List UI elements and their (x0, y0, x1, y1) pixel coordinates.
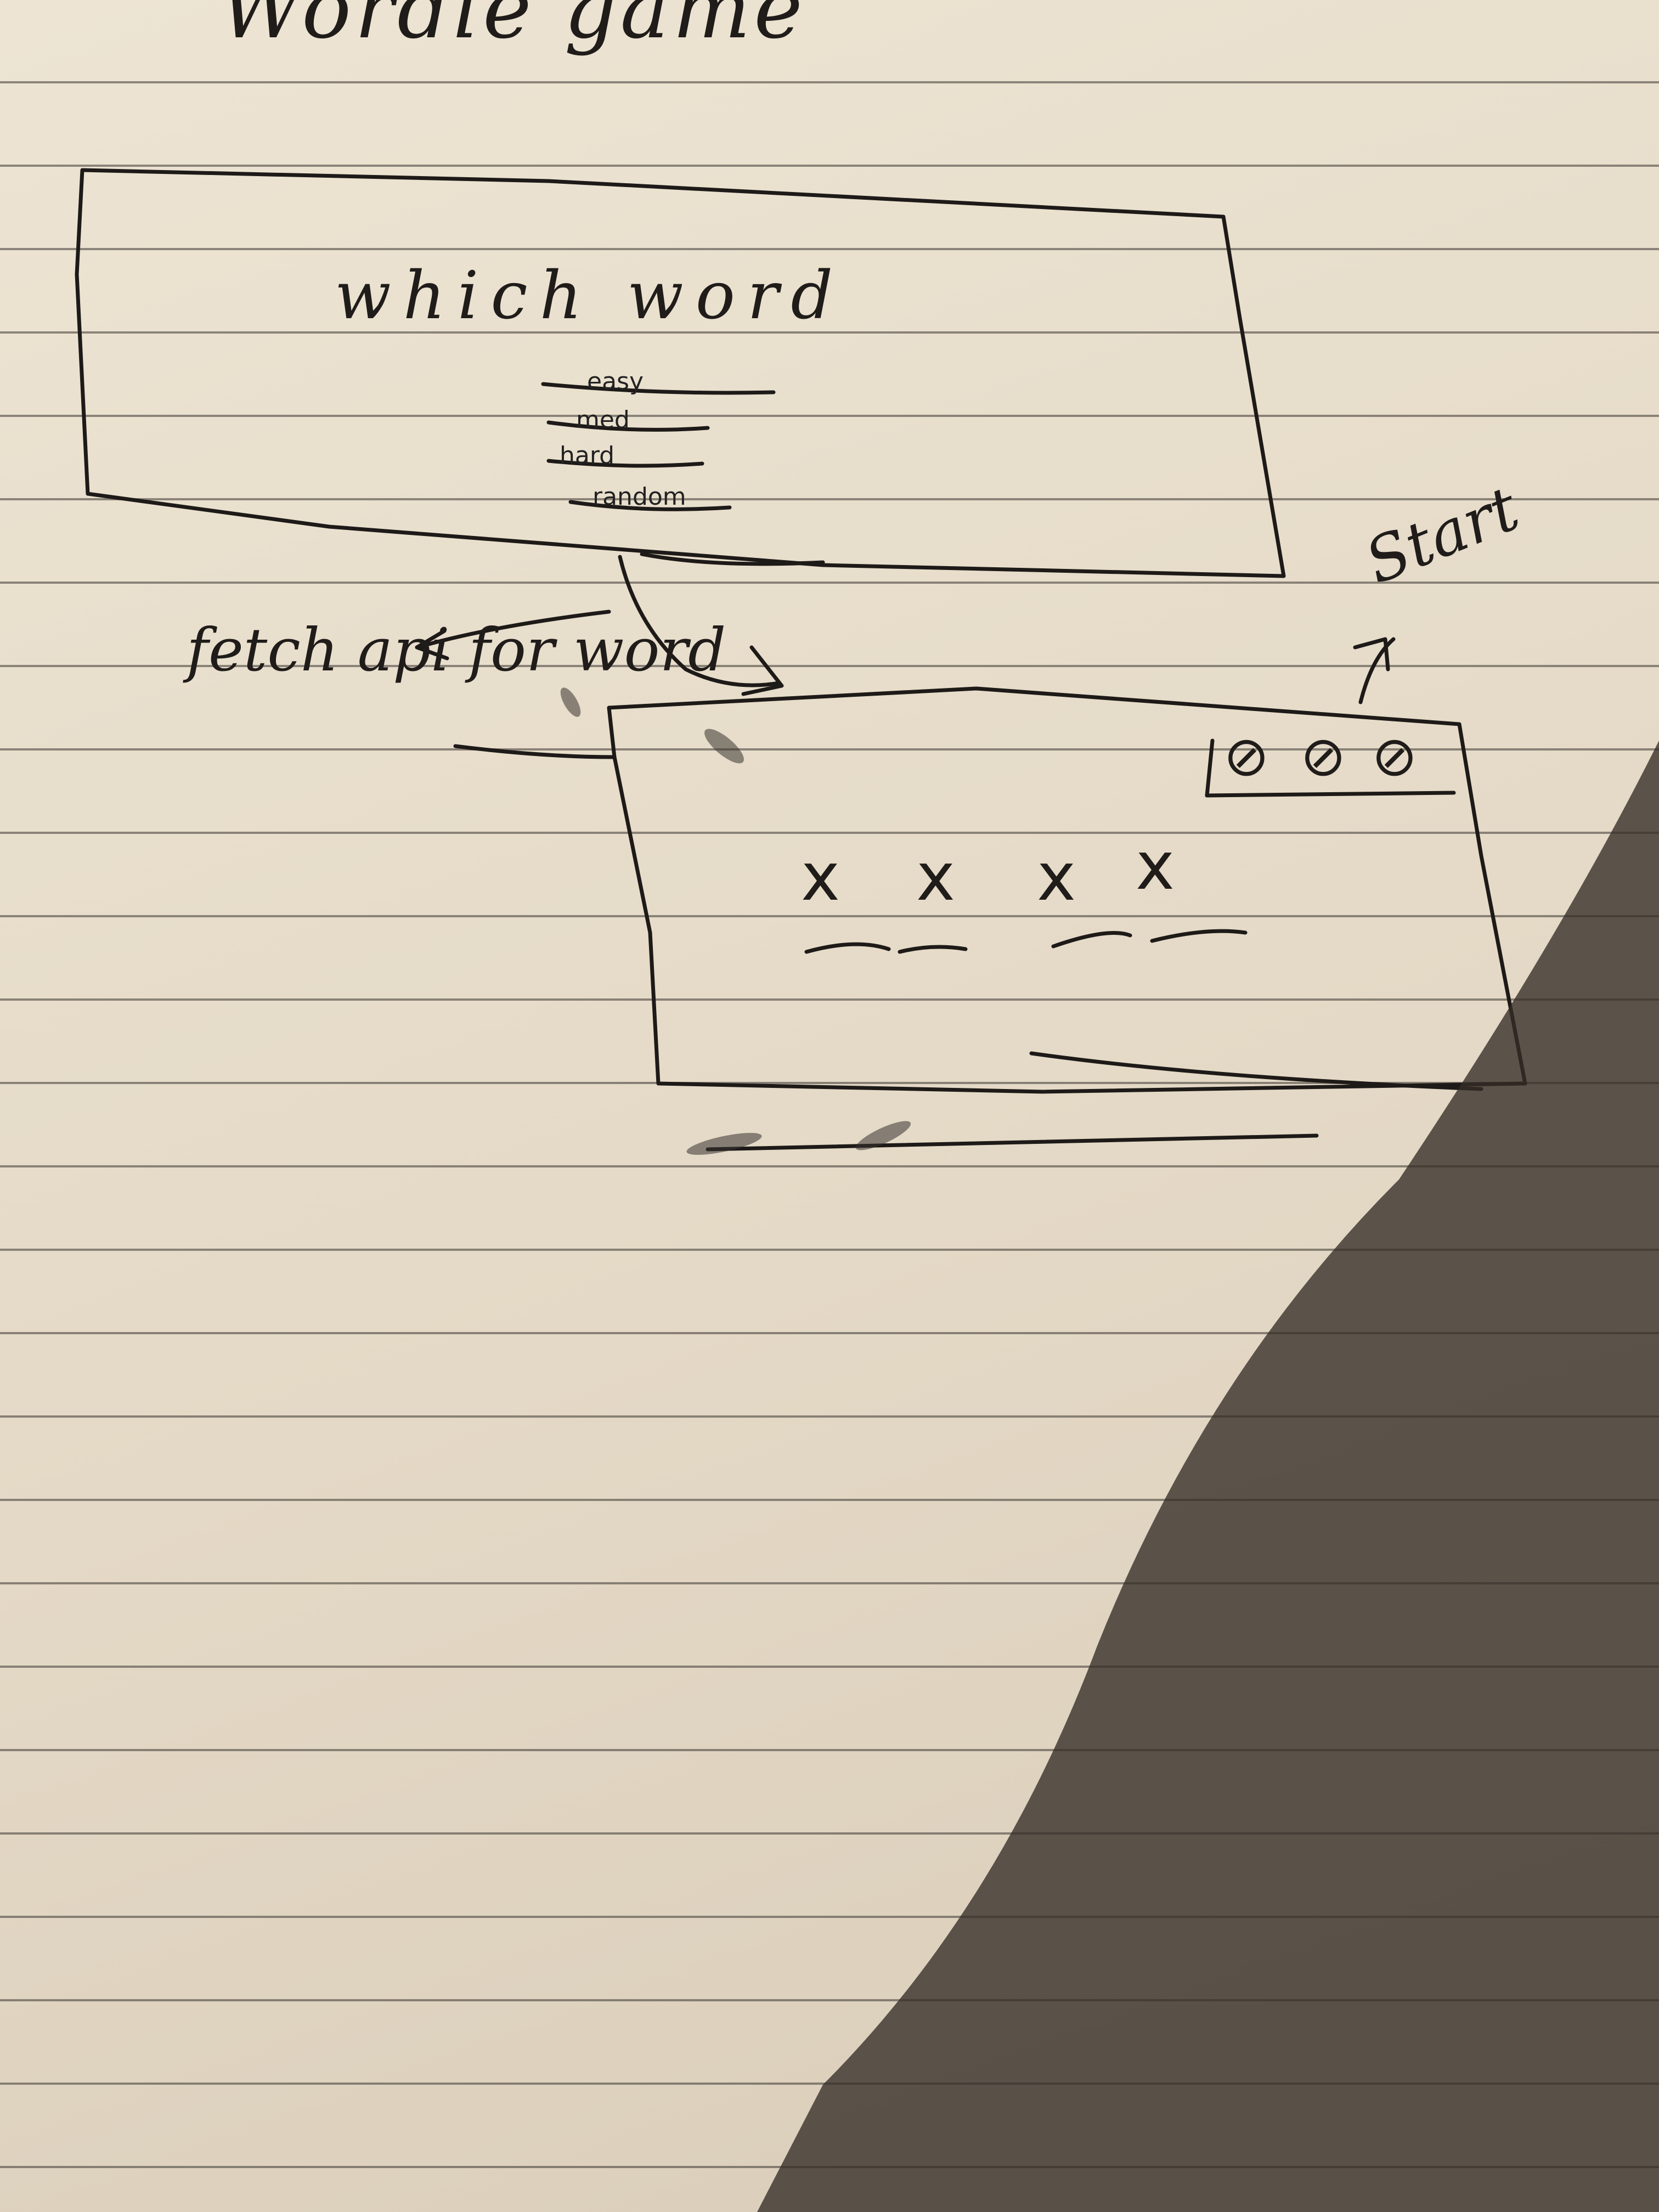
letter-slot[interactable]: x (1037, 839, 1076, 916)
screen1-frame (75, 168, 1286, 578)
difficulty-option-med[interactable]: med (576, 406, 630, 434)
crossed-circle-icon: ⊘ (1300, 724, 1346, 788)
fetch-arrow (415, 610, 611, 650)
difficulty-option-hard[interactable]: hard (560, 442, 615, 470)
crossed-circle-icon: ⊘ (1223, 724, 1269, 788)
crossed-circle-icon: ⊘ (1372, 724, 1418, 788)
flow-arrow (618, 555, 781, 687)
difficulty-option-random[interactable]: random (592, 483, 686, 511)
fetch-annotation: fetch api for word (187, 616, 726, 685)
difficulty-option-easy[interactable]: easy (587, 368, 644, 396)
letter-slot[interactable]: x (916, 839, 956, 916)
page-title: Wordle game (219, 0, 806, 57)
letter-slot[interactable]: x (1136, 828, 1175, 905)
letter-slot[interactable]: x (801, 839, 840, 916)
screen1-prompt: which word (335, 258, 845, 334)
